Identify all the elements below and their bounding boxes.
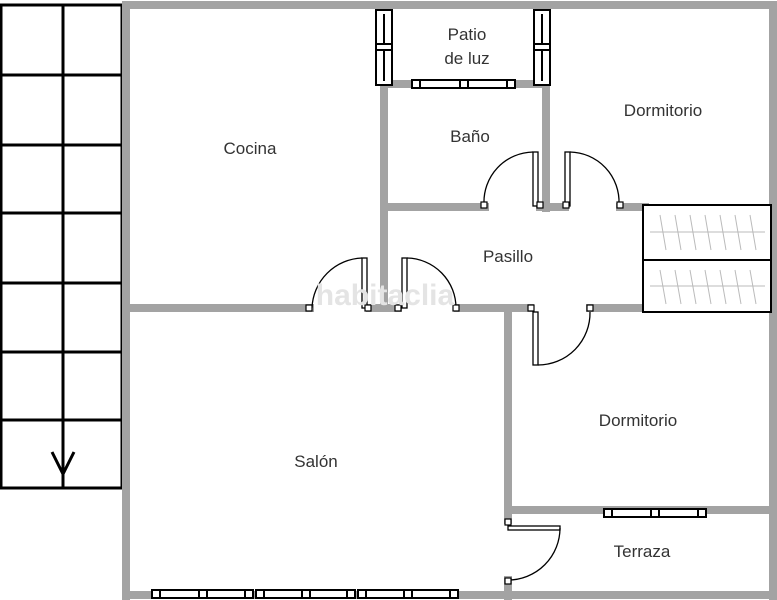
stairs-arrow-icon xyxy=(50,420,76,478)
windows xyxy=(151,9,707,599)
room-label-dormitorio-2: Dormitorio xyxy=(599,411,677,430)
room-label-dormitorio-1: Dormitorio xyxy=(624,101,702,120)
room-label-bano: Baño xyxy=(450,127,490,146)
room-label-salon: Salón xyxy=(294,452,337,471)
room-label-pasillo: Pasillo xyxy=(483,247,533,266)
closet xyxy=(642,204,772,313)
watermark: habitaclia xyxy=(316,279,455,312)
room-label-terraza: Terraza xyxy=(614,542,671,561)
doors xyxy=(305,151,624,585)
room-label-patio-2: de luz xyxy=(444,49,489,68)
room-label-patio: Patio xyxy=(448,25,487,44)
room-label-cocina: Cocina xyxy=(224,139,277,158)
stairs xyxy=(0,3,124,490)
